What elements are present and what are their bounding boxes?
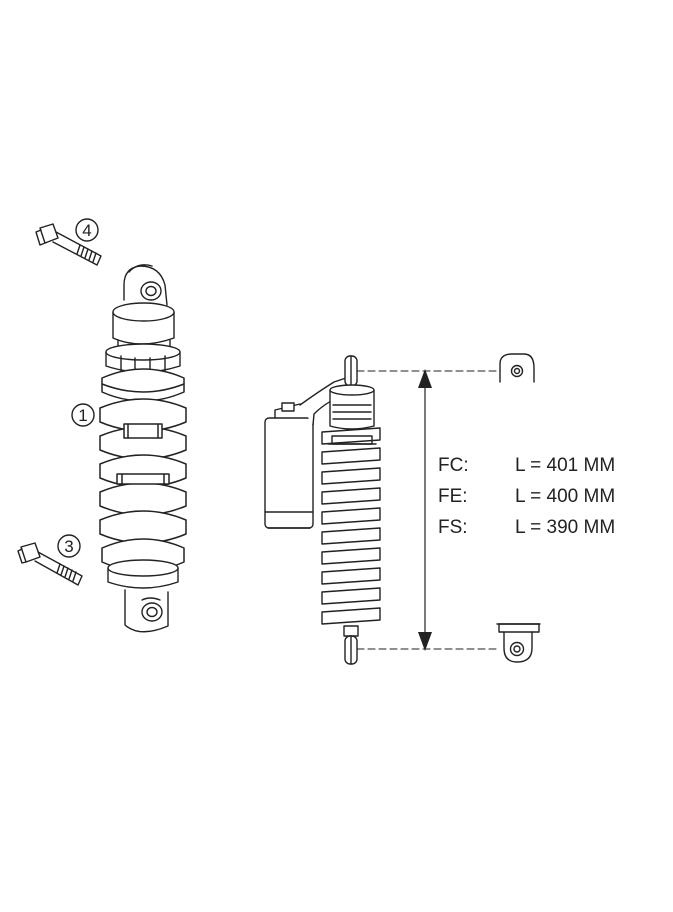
bottom-spring-seat	[107, 559, 179, 589]
top-eyelet	[123, 264, 168, 306]
top-clevis	[344, 355, 358, 387]
shock-absorber-side-view	[264, 355, 381, 665]
coil-spring	[99, 368, 187, 572]
spec-fe-length: L = 400 MM	[515, 486, 615, 507]
top-mount-eyelet	[499, 353, 535, 383]
bottom-bolt	[17, 542, 83, 586]
dimension-extension-lines	[356, 370, 501, 650]
damper-body	[329, 384, 375, 430]
spec-fs-length: L = 390 MM	[515, 517, 615, 538]
callout-4: 4	[75, 218, 99, 242]
callout-1: 1	[71, 403, 95, 427]
length-specs: FC: L = 401 MM FE: L = 400 MM FS: L = 39…	[438, 455, 615, 538]
spec-fe-model: FE:	[438, 486, 468, 507]
callout-1-label: 1	[78, 406, 87, 425]
callout-3: 3	[57, 534, 81, 558]
shock-absorber-exploded	[99, 264, 187, 633]
bottom-mount-eyelet	[496, 623, 541, 663]
spec-fs-model: FS:	[438, 517, 468, 538]
callout-4-label: 4	[82, 221, 91, 240]
side-coil-spring	[321, 427, 381, 625]
spec-row-fc: FC: L = 401 MM	[438, 455, 615, 476]
bottom-eyelet	[124, 589, 169, 633]
top-bolt	[35, 223, 102, 266]
top-cap	[112, 302, 175, 357]
reservoir	[264, 402, 314, 529]
bottom-clevis	[343, 625, 359, 665]
spec-row-fe: FE: L = 400 MM	[438, 486, 615, 507]
callout-3-label: 3	[64, 537, 73, 556]
spec-fc-length: L = 401 MM	[515, 455, 615, 476]
spec-row-fs: FS: L = 390 MM	[438, 517, 615, 538]
spec-fc-model: FC:	[438, 455, 469, 476]
length-dimension-arrow	[418, 369, 432, 651]
